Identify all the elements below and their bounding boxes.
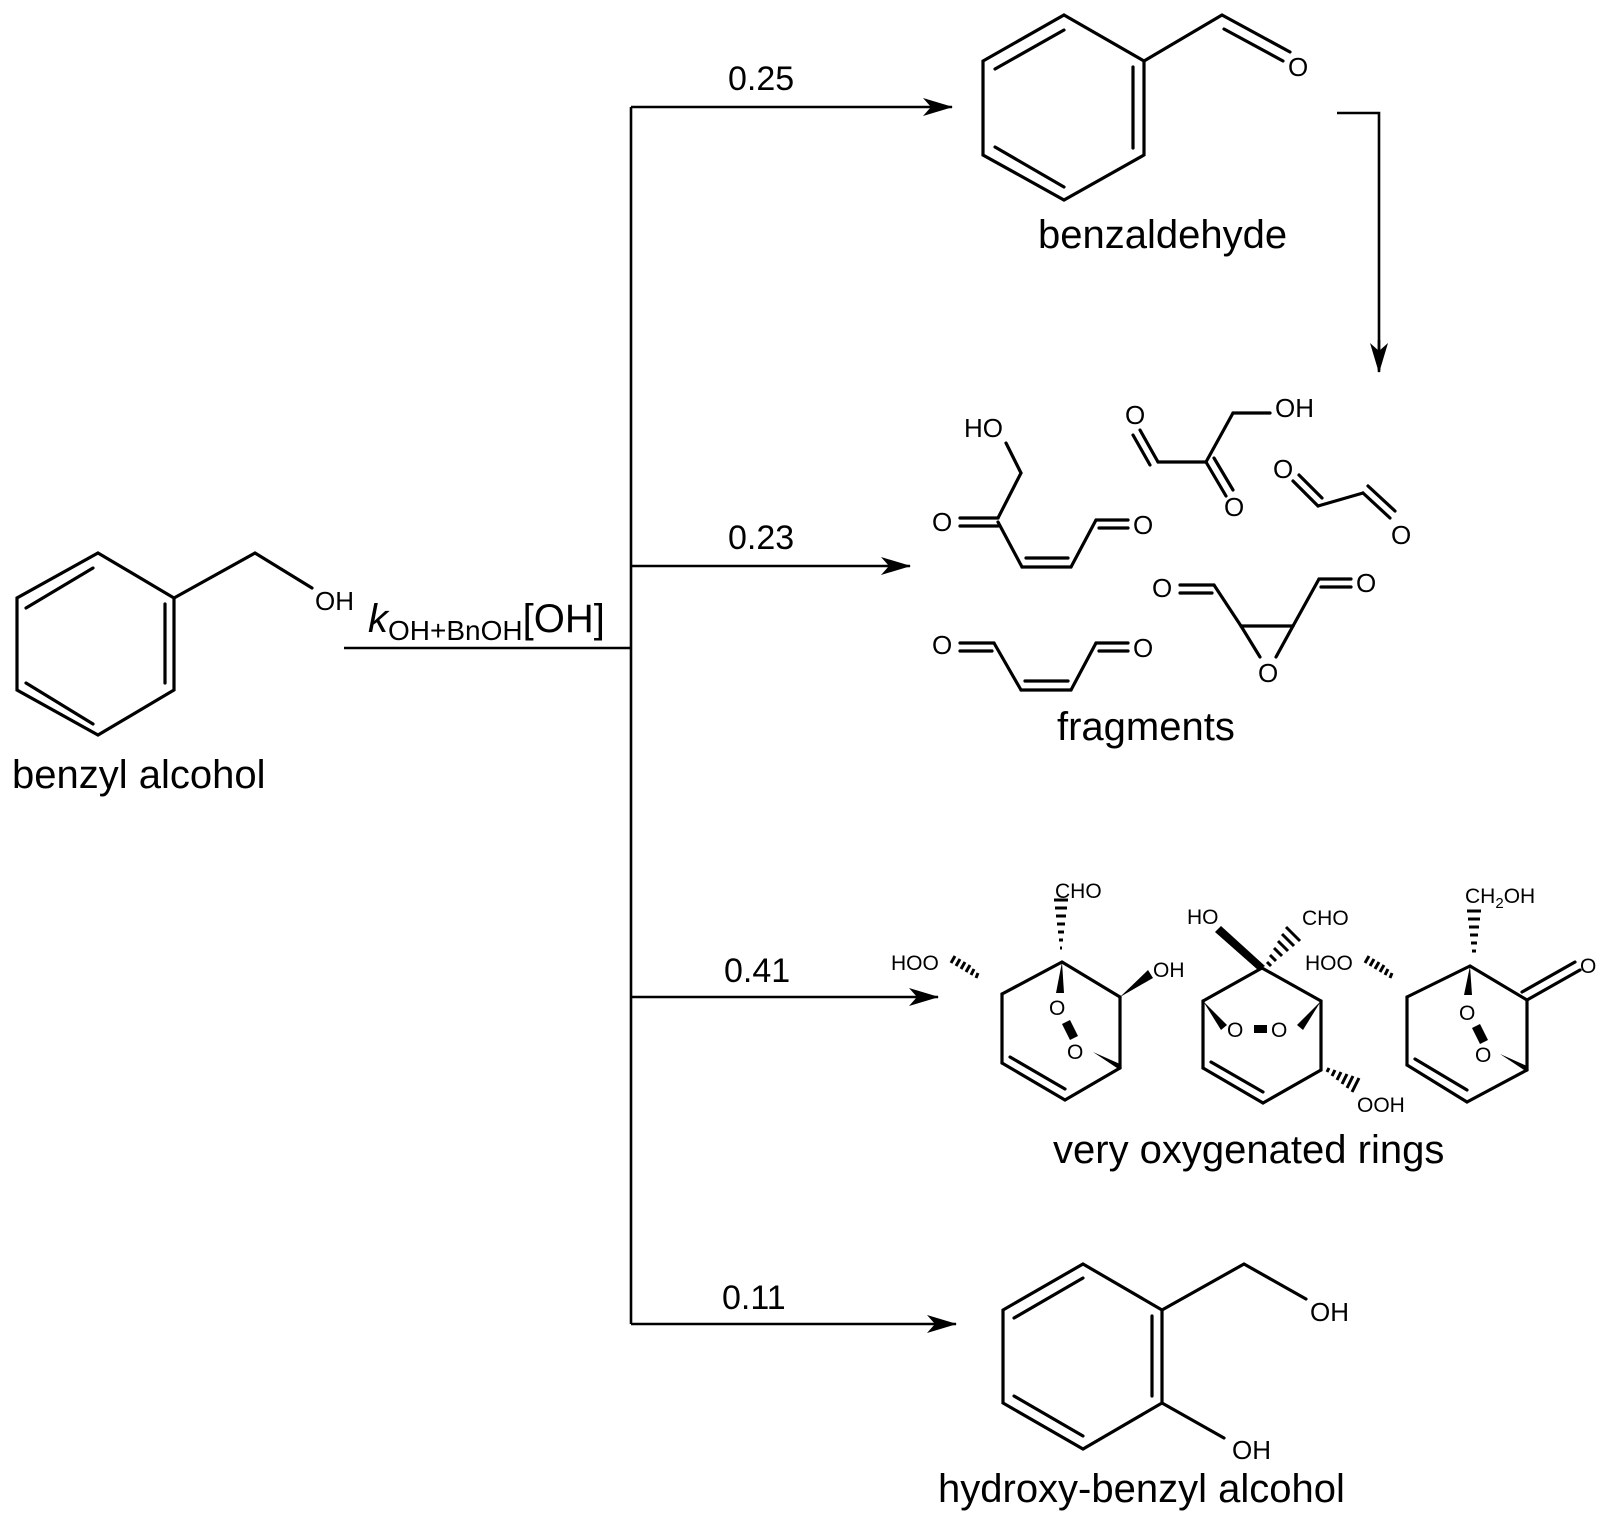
fragments-structures: HO O O O OH O O O O	[932, 393, 1411, 692]
ring1-o2-label: O	[1067, 1041, 1083, 1064]
product-name-benzaldehyde: benzaldehyde	[1038, 213, 1287, 257]
ring1-cho-label: CHO	[1055, 880, 1102, 903]
ring1-hoo-label: HOO	[891, 952, 939, 975]
ring3-ch2oh-label: CH2OH	[1465, 885, 1535, 912]
frag4-o1-label: O	[932, 630, 952, 660]
yield-label-fragments: 0.23	[728, 519, 794, 557]
ring3-hoo-label: HOO	[1305, 952, 1353, 975]
frag1-ho-label: HO	[964, 413, 1003, 443]
frag3-o1-label: O	[1273, 454, 1293, 484]
yield-label-hydroxy-benzyl-alcohol: 0.11	[722, 1279, 786, 1317]
hydroxymethyl-oh-label: OH	[1310, 1297, 1349, 1327]
product-name-fragments: fragments	[1057, 705, 1235, 749]
rate-constant-label: kOH+BnOH[OH]	[368, 597, 605, 646]
ring2-o1-label: O	[1227, 1019, 1243, 1042]
frag5-o2-label: O	[1356, 568, 1376, 598]
frag1-o-ketone-label: O	[932, 507, 952, 537]
carbonyl-o-label: O	[1288, 52, 1308, 82]
ring2-ooh-label: OOH	[1357, 1094, 1405, 1117]
frag2-o-ketone-label: O	[1224, 492, 1244, 522]
yield-label-benzaldehyde: 0.25	[728, 60, 794, 98]
benzaldehyde-structure: O	[981, 13, 1308, 202]
hydroxy-benzyl-alcohol-structure: OH OH	[1001, 1262, 1349, 1465]
reactant-name: benzyl alcohol	[12, 753, 266, 797]
oh-atom-label: OH	[315, 586, 354, 616]
rate-concentration: [OH]	[523, 597, 605, 641]
yield-label-oxygenated-rings: 0.41	[724, 952, 790, 990]
rate-k: k	[368, 597, 390, 641]
rate-subscript: OH+BnOH	[388, 615, 523, 646]
frag2-oh-label: OH	[1275, 393, 1314, 423]
ring2-cho-label: CHO	[1302, 907, 1349, 930]
product-name-oxygenated-rings: very oxygenated rings	[1053, 1128, 1444, 1172]
frag4-o2-label: O	[1133, 633, 1153, 663]
phenol-oh-label: OH	[1232, 1435, 1271, 1465]
frag1-o-aldehyde-label: O	[1133, 510, 1153, 540]
ring1-o1-label: O	[1049, 997, 1065, 1020]
ring1-oh-label: OH	[1153, 959, 1185, 982]
ring2-o2-label: O	[1271, 1019, 1287, 1042]
benzaldehyde-to-fragments-line	[1337, 111, 1381, 370]
product-name-hydroxy-benzyl-alcohol: hydroxy-benzyl alcohol	[938, 1467, 1345, 1511]
oxygenated-rings-structures: HOO CHO OH O O HO	[891, 880, 1596, 1117]
ring3-o1-label: O	[1459, 1002, 1475, 1025]
frag2-o-label: O	[1125, 400, 1145, 430]
ring2-ho-label: HO	[1187, 906, 1219, 929]
ring3-ketone-o-label: O	[1580, 955, 1596, 978]
benzyl-alcohol-structure: OH	[15, 551, 354, 737]
frag5-epoxide-o-label: O	[1258, 658, 1278, 688]
frag5-o1-label: O	[1152, 573, 1172, 603]
ring3-o2-label: O	[1475, 1044, 1491, 1067]
frag3-o2-label: O	[1391, 520, 1411, 550]
